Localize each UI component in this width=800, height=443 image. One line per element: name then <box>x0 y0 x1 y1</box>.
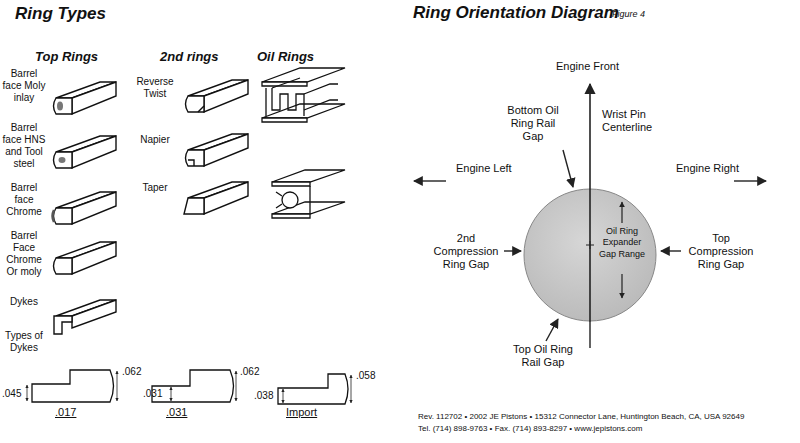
label-text: Barrel face HNS and Tool steel <box>0 122 48 170</box>
node-text: Oil Ring Expander Gap Range <box>596 226 648 260</box>
label-text: Barrel face Chrome <box>0 182 48 218</box>
label-text: .062 <box>240 366 270 378</box>
label-text: Ring Types <box>15 4 155 24</box>
label-text: Engine Left <box>456 162 536 175</box>
reverse-twist-ring <box>186 80 249 112</box>
hns-ring <box>54 136 117 168</box>
label-text: Rev. 112702 • 2002 JE Pistons • 15312 Co… <box>418 412 796 422</box>
label-text: Oil Rings <box>257 49 347 65</box>
label-text: Wrist Pin Centerline <box>602 108 666 134</box>
dykes-profile <box>32 370 348 404</box>
chrome-ring <box>53 192 117 224</box>
dimension-line <box>27 371 351 403</box>
label-text: .038 <box>254 390 282 402</box>
dykes-ring <box>54 300 116 334</box>
oil-ring-assembly <box>272 170 345 218</box>
label-text: Top Rings <box>35 49 125 65</box>
label-text: .031 <box>143 388 171 400</box>
label-text: Types of Dykes <box>0 330 48 354</box>
label-text: .058 <box>356 370 386 382</box>
oil-ring-assembly <box>262 68 345 122</box>
label-text: Ring Orientation Diagram <box>413 3 643 23</box>
label-text: Taper <box>128 182 182 194</box>
label-text: Barrel face Moly inlay <box>0 68 48 104</box>
label-text: Tel. (714) 898-9763 • Fax. (714) 893-829… <box>418 424 796 434</box>
label-text: Import <box>286 406 326 419</box>
label-text: .017 <box>55 406 85 419</box>
direction-arrow <box>414 84 766 348</box>
label-text: Top Oil Ring Rail Gap <box>508 343 578 369</box>
label-text: .031 <box>166 406 196 419</box>
napier-ring <box>186 134 249 166</box>
moly-ring <box>54 82 117 114</box>
label-text: .045 <box>2 388 28 400</box>
taper-ring <box>184 182 248 214</box>
gap-circle: Oil Ring Expander Gap Range <box>523 188 657 322</box>
label-text: .062 <box>122 366 152 378</box>
label-text: Reverse Twist <box>128 76 182 100</box>
label-text: 2nd Compression Ring Gap <box>430 232 502 272</box>
label-text: Napier <box>128 134 182 146</box>
label-text: 2nd rings <box>160 49 250 65</box>
label-text: Engine Right <box>676 162 766 175</box>
chrome-moly-ring <box>54 242 117 274</box>
label-text: Barrel Face Chrome Or moly <box>0 230 48 278</box>
label-text: Top Compression Ring Gap <box>684 232 758 272</box>
label-text: Figure 4 <box>612 9 662 20</box>
label-text: Bottom Oil Ring Rail Gap <box>500 104 566 144</box>
label-text: Engine Front <box>556 60 646 73</box>
label-text: Dykes <box>0 296 48 308</box>
